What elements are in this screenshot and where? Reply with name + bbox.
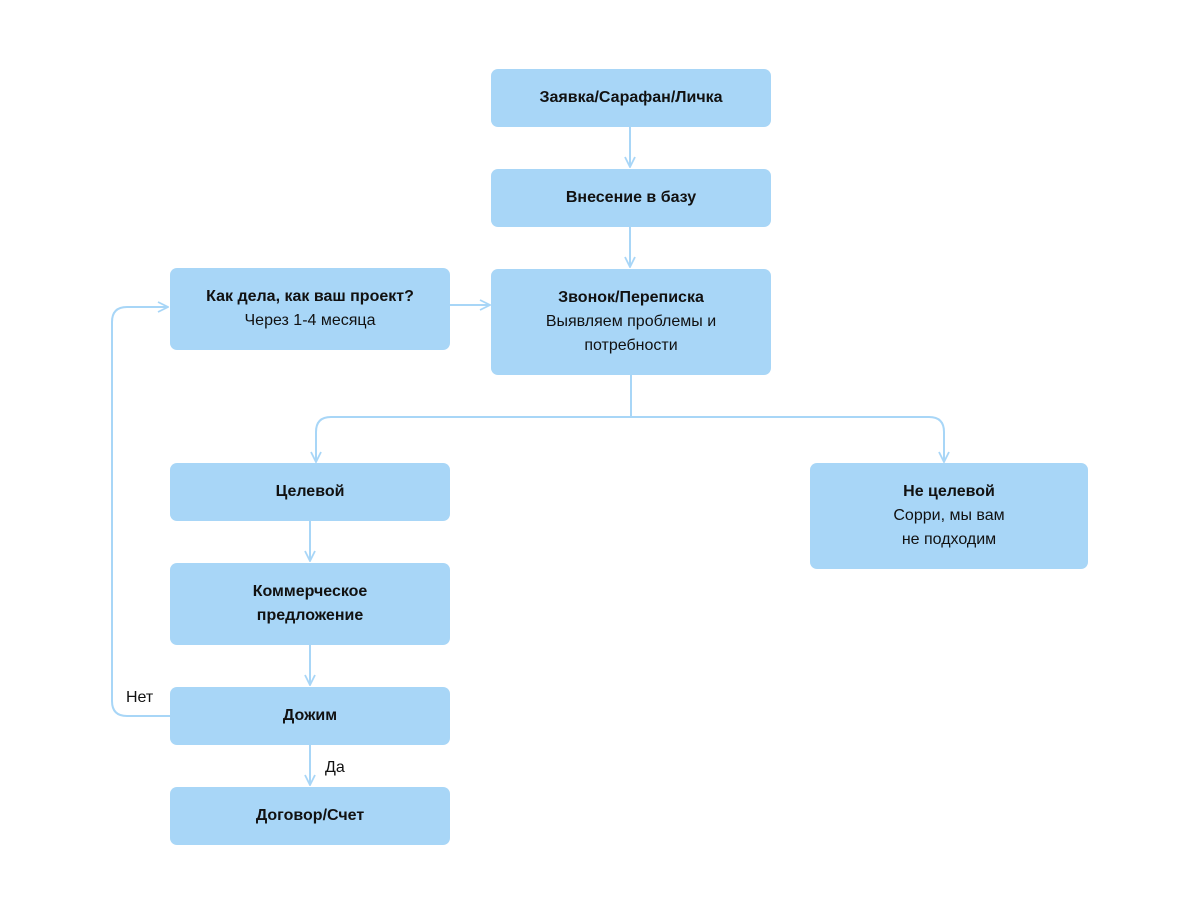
node-call-subtitle-line1: Выявляем проблемы и: [545, 313, 717, 330]
node-database: Внесение в базу: [491, 169, 771, 227]
node-contract-title: Договор/Счет: [255, 807, 365, 824]
edge-label-yes: Да: [325, 759, 345, 776]
node-followup: Как дела, как ваш проект? Через 1-4 меся…: [170, 268, 450, 350]
node-target-title: Целевой: [275, 483, 345, 500]
arrow-push-to-followup: [111, 307, 170, 717]
node-request: Заявка/Сарафан/Личка: [491, 69, 771, 127]
node-contract: Договор/Счет: [170, 787, 450, 845]
node-not-target: Не целевой Сорри, мы вам не подходим: [810, 463, 1088, 569]
node-followup-subtitle: Через 1-4 месяца: [244, 312, 376, 329]
node-call-subtitle-line2: потребности: [584, 337, 678, 354]
node-not-target-subtitle-line2: не подходим: [901, 531, 997, 548]
node-followup-title: Как дела, как ваш проект?: [206, 288, 414, 305]
node-call-title: Звонок/Переписка: [558, 289, 704, 306]
node-request-title: Заявка/Сарафан/Личка: [539, 89, 723, 106]
node-call: Звонок/Переписка Выявляем проблемы и пот…: [491, 269, 771, 375]
arrow-call-to-target: [316, 416, 631, 462]
node-not-target-subtitle-line1: Сорри, мы вам: [893, 507, 1005, 524]
node-database-title: Внесение в базу: [565, 189, 697, 206]
node-not-target-title: Не целевой: [903, 483, 995, 500]
arrow-call-to-not-target: [631, 416, 944, 462]
node-push: Дожим: [170, 687, 450, 745]
node-push-title: Дожим: [282, 707, 338, 724]
node-offer-title-line2: предложение: [256, 607, 364, 624]
node-offer-title-line1: Коммерческое: [252, 583, 368, 600]
node-offer: Коммерческое предложение: [170, 563, 450, 645]
edge-label-no: Нет: [126, 689, 154, 706]
node-target: Целевой: [170, 463, 450, 521]
